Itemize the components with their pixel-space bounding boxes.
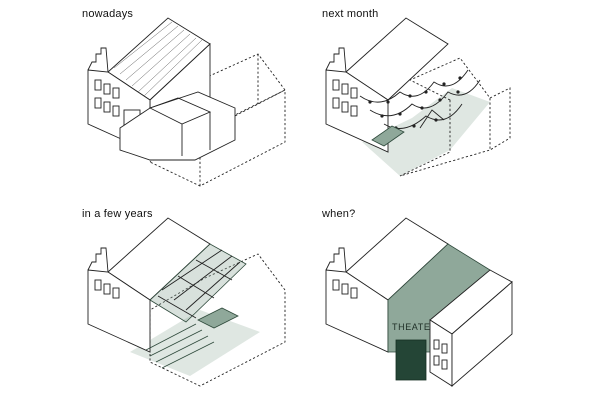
diagram-next-month [325, 17, 511, 177]
panel-label: next month [322, 8, 379, 20]
dashed-future-volume [399, 57, 511, 177]
panel-in-a-few-years: in a few years [0, 200, 300, 400]
glass-canopy [149, 243, 247, 323]
seating-rows [145, 323, 215, 369]
pavilion-structure [371, 109, 445, 147]
theater-entrance [395, 339, 427, 381]
panel-label: nowadays [82, 8, 134, 20]
theater-sign: THEATER [392, 322, 438, 332]
dashed-future-volume [149, 253, 286, 387]
main-building [325, 17, 449, 153]
panel-when: when? THEATER [300, 200, 600, 400]
ground-shade [130, 310, 260, 376]
diagram-in-a-few-years [87, 217, 286, 387]
panel-label: in a few years [82, 208, 153, 220]
new-wing [429, 269, 513, 387]
panel-label: when? [322, 208, 356, 220]
panel-nowadays: nowadays [0, 0, 300, 200]
string-lights [359, 69, 481, 130]
panel-next-month: next month [300, 0, 600, 200]
stage-platform [197, 307, 239, 329]
side-wing [119, 91, 236, 161]
theater-building: THEATER [387, 243, 491, 381]
diagram-nowadays [87, 17, 286, 187]
roof-hatching [113, 21, 203, 97]
diagram-when: THEATER [325, 217, 513, 387]
